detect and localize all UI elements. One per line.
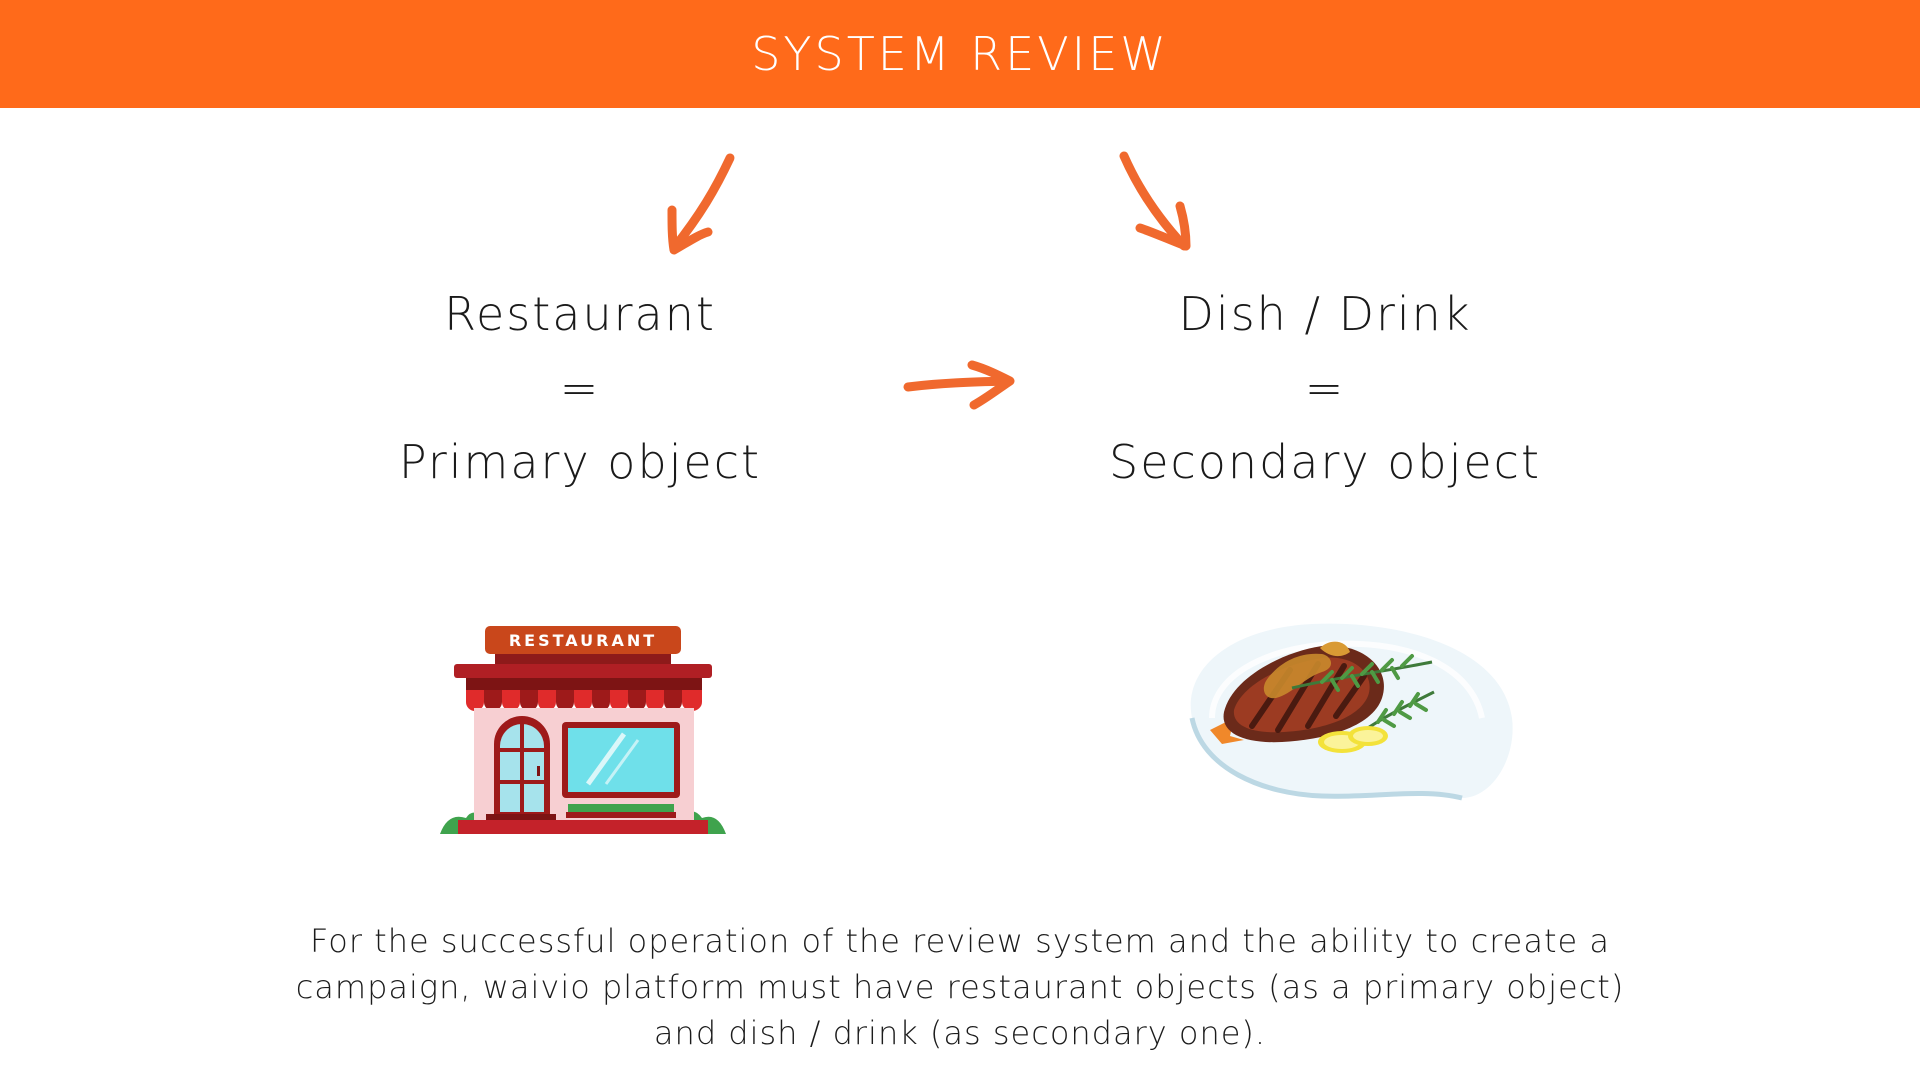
arrow-down-right-icon (1119, 151, 1191, 251)
caption-line-2: campaign, waivio platform must have rest… (295, 968, 1625, 1006)
caption-line-1: For the successful operation of the revi… (310, 922, 1610, 960)
restaurant-sign-text: RESTAURANT (509, 631, 657, 650)
caption-line-3: and dish / drink (as secondary one). (653, 1014, 1267, 1052)
secondary-name: Dish / Drink (1178, 287, 1472, 341)
page-title: SYSTEM REVIEW (751, 27, 1169, 81)
steak-plate-icon (1189, 623, 1513, 801)
header-banner: SYSTEM REVIEW (0, 0, 1920, 108)
restaurant-storefront-icon: RESTAURANT (440, 626, 726, 834)
primary-object-block: Restaurant = Primary object (380, 277, 780, 499)
primary-name: Restaurant (444, 287, 716, 341)
secondary-object-block: Dish / Drink = Secondary object (1085, 277, 1565, 499)
secondary-role: Secondary object (1109, 435, 1541, 489)
primary-role: Primary object (398, 435, 762, 489)
arrow-right-icon (903, 360, 1015, 410)
caption-text: For the successful operation of the revi… (250, 918, 1670, 1056)
secondary-equals: = (1304, 361, 1346, 415)
arrow-down-left-icon (667, 153, 735, 255)
primary-equals: = (559, 361, 601, 415)
